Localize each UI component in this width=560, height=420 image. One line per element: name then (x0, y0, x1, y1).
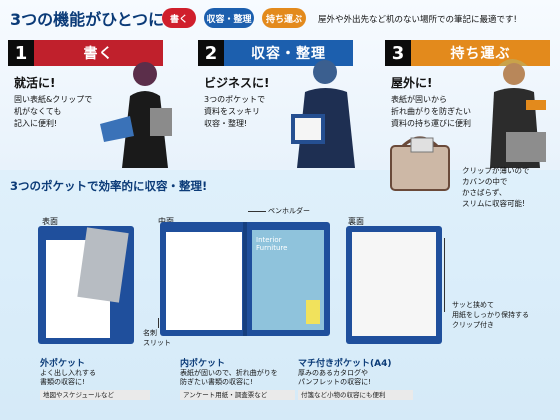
person-writing-illustration (100, 62, 172, 168)
feature-number: 3 (385, 40, 411, 66)
box-foot: 地図やスケジュールなど (40, 390, 150, 400)
open-folder-image: Interior Furniture (160, 222, 330, 336)
back-cover-image (346, 226, 442, 344)
panel-label-back: 裏面 (348, 217, 364, 226)
card-slit-leader (158, 318, 159, 328)
box-foot: 付箋など小物の収容にも便利 (298, 390, 413, 400)
feature-headline-3: 屋外に! (391, 76, 433, 90)
panel-label-middle: 中面 (158, 216, 174, 227)
feature-number: 1 (8, 40, 34, 66)
map-sheet (77, 227, 129, 303)
box-text: 厚みのあるカタログや パンフレットの収容に! (298, 369, 371, 386)
box-text: よく出し入れする 書類の収容に! (40, 369, 96, 386)
pen-holder-label: ペンホルダー (268, 207, 310, 215)
feature-label: 持ち運ぶ (450, 46, 511, 62)
front-cover-image (38, 226, 134, 344)
person-outdoor-illustration (490, 59, 546, 168)
feature-band-1: 1 書く (8, 40, 163, 66)
pen-holder-leader (248, 211, 266, 212)
feature-number: 2 (198, 40, 224, 66)
feature-headline-2: ビジネスに! (204, 76, 270, 90)
clip-label: サッと挟めて 用紙をしっかり保持する クリップ付き (452, 301, 529, 329)
inner-pocket-box: 内ポケット 表紙が固いので、折れ曲がりを 防ぎたい書類の収容に! アンケート用紙… (180, 356, 295, 400)
catalog-cover-text: Interior Furniture (256, 236, 288, 252)
outer-pocket-box: 外ポケット よく出し入れする 書類の収容に! 地図やスケジュールなど (40, 356, 150, 400)
section-title: 3つのポケットで効率的に収容・整理! (10, 179, 208, 193)
page-title: 3つの機能がひとつに! (10, 10, 172, 29)
bag-illustration (390, 136, 450, 191)
clip-leader (444, 238, 445, 312)
feature-band-3: 3 持ち運ぶ (385, 40, 550, 66)
sticky-notes (306, 300, 320, 324)
carry-note: クリップが薄いので カバンの中で かさばらず、 スリムに収容可能! (462, 166, 530, 208)
gusset-pocket-box: マチ付きポケット(A4) 厚みのあるカタログや パンフレットの収容に! 付箋など… (298, 356, 413, 400)
box-foot: アンケート用紙・調査票など (180, 390, 295, 400)
feature-label: 書く (83, 46, 114, 62)
card-slit-label: 名刺 スリット (143, 329, 171, 347)
feature-desc-1: 固い表紙&クリップで 机がなくても 記入に便利! (14, 95, 93, 128)
feature-desc-2: 3つのポケットで 資料をスッキリ 収容・整理! (204, 95, 266, 128)
person-business-illustration (291, 60, 355, 168)
feature-desc-3: 表紙が固いから 折れ曲がりを防ぎたい 資料の持ち運びに便利 (391, 95, 471, 128)
pill-write: 書く (162, 8, 196, 28)
tagline: 屋外や外出先など机のない場所での筆記に最適です! (318, 15, 517, 25)
panel-label-front: 表面 (42, 217, 58, 226)
pill-organize: 収容・整理 (204, 8, 254, 28)
box-title: 外ポケット (40, 359, 86, 369)
spine (243, 222, 247, 336)
pill-carry: 持ち運ぶ (262, 8, 306, 28)
clip-paper (352, 232, 436, 336)
inner-pocket-left (166, 232, 242, 330)
box-title: マチ付きポケット(A4) (298, 359, 392, 369)
top-section (0, 0, 560, 170)
box-text: 表紙が固いので、折れ曲がりを 防ぎたい書類の収容に! (180, 369, 278, 386)
feature-headline-1: 就活に! (14, 76, 56, 90)
feature-label: 収容・整理 (251, 46, 326, 62)
box-title: 内ポケット (180, 359, 226, 369)
